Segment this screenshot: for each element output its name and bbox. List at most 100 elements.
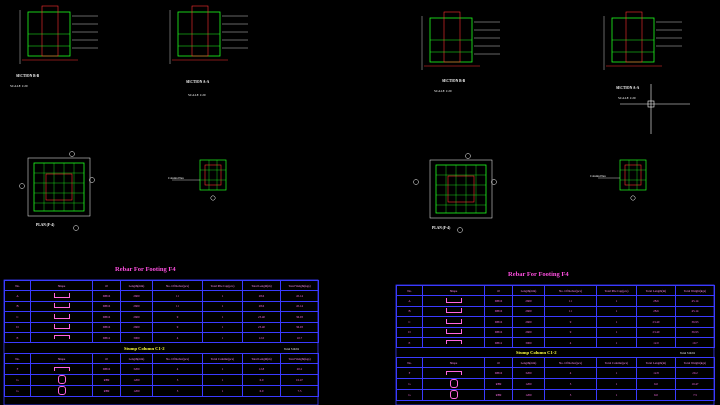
rebar-shape-icon xyxy=(30,290,93,302)
footing-plan-1 xyxy=(19,151,95,231)
table-cell: 5 xyxy=(152,384,203,397)
rebar-shape-icon xyxy=(30,331,93,344)
table-cell: 28.6 xyxy=(636,305,676,318)
column-plan-2 xyxy=(598,159,647,201)
header-cell: No. Of Rebar(pcs) xyxy=(152,279,203,292)
table-cell: 20.2 xyxy=(280,363,319,375)
header-cell: No. xyxy=(4,352,31,365)
table-cell: 10.7 xyxy=(675,336,715,349)
table-cell: 12.0 xyxy=(636,336,676,349)
header-cell: Ø xyxy=(484,284,513,297)
table-cell: 9 xyxy=(152,321,203,333)
footing-rebar-table-left: No. Shape Ø Length(mm) No. Of Rebar(pcs)… xyxy=(4,279,319,344)
table-cell: 12.8 xyxy=(636,367,676,379)
section-title-2: SECTION A-A xyxy=(186,80,210,84)
table-cell: 23.40 xyxy=(636,326,676,338)
table-cell: 1 xyxy=(596,388,637,401)
section-drawing-3 xyxy=(421,11,500,70)
table-cell: 4 xyxy=(544,367,597,379)
table-cell: 2600 xyxy=(120,290,153,302)
table-cell: 6.0 xyxy=(242,373,281,386)
table-header-row: No. Shape Ø Length(mm) No. Of Rebar(pcs)… xyxy=(396,356,715,369)
bar-mark: G xyxy=(4,384,31,397)
table-cell: 11 xyxy=(544,295,597,307)
section-scale-4: SCALE 1:20 xyxy=(618,96,636,100)
rebar-shape-icon xyxy=(30,300,93,313)
crosshair-cursor xyxy=(620,84,690,134)
table-cell: 3200 xyxy=(512,367,545,379)
table-cell: 36.93 xyxy=(280,311,319,323)
section-scale-2: SCALE 1:20 xyxy=(188,93,206,97)
rebar-shape-icon xyxy=(30,321,93,333)
table-cell: 28.6 xyxy=(242,300,281,313)
table-cell: 1 xyxy=(202,384,243,397)
bar-mark: F xyxy=(4,363,31,375)
table-cell: 23.40 xyxy=(242,321,281,333)
section-drawing-2 xyxy=(169,5,248,64)
table-cell: RB9 xyxy=(484,377,513,390)
table-cell: 10.7 xyxy=(280,331,319,344)
header-cell: Total Weight(kgs) xyxy=(675,284,715,297)
header-cell: Ø xyxy=(484,356,513,369)
table-cell: 7.5 xyxy=(280,384,319,397)
table-cell: 1 xyxy=(202,373,243,386)
table-cell: 1 xyxy=(202,300,243,313)
bar-mark: F xyxy=(396,367,423,379)
table-cell: 1200 xyxy=(512,377,545,390)
bar-mark: A xyxy=(396,295,423,307)
table-cell: 1 xyxy=(202,311,243,323)
header-cell: Total Length(m) xyxy=(242,279,281,292)
table-cell: RB9 xyxy=(92,373,121,386)
table-cell: 5 xyxy=(544,388,597,401)
column-table-total-left: Total 319.91 xyxy=(284,347,300,351)
column-rebar-table-right: No. Shape Ø Length(mm) No. Of Rebar(pcs)… xyxy=(396,356,715,401)
plan-label-2: Column Plan xyxy=(168,176,184,180)
rebar-shape-icon xyxy=(422,367,485,379)
table-cell: 10.47 xyxy=(280,373,319,386)
header-cell: Shape xyxy=(422,284,485,297)
header-cell: No. Of Rebar(pcs) xyxy=(544,284,597,297)
table-header-row: No. Shape Ø Length(mm) No. Of Rebar(pcs)… xyxy=(4,352,319,365)
table-cell: 1 xyxy=(596,377,637,390)
footing-plan-2 xyxy=(413,153,497,233)
table-cell: 1 xyxy=(202,321,243,333)
header-cell: Total Length(m) xyxy=(636,356,676,369)
bar-mark: D xyxy=(4,321,31,333)
header-cell: Total Pile Cap(pcs) xyxy=(596,284,637,297)
table-cell: 1 xyxy=(596,336,637,349)
table-cell: DB16 xyxy=(484,305,513,318)
stirrup-shape-icon xyxy=(30,384,93,397)
section-scale-3: SCALE 1:20 xyxy=(434,89,452,93)
table-cell: DB16 xyxy=(92,321,121,333)
table-cell: 1 xyxy=(596,326,637,338)
header-cell: Total Length(m) xyxy=(636,284,676,297)
footing-table-title-right: Rebar For Footing F4 xyxy=(508,271,569,278)
table-cell: 3000 xyxy=(120,331,153,344)
table-cell: 1 xyxy=(202,363,243,375)
table-cell: 1 xyxy=(202,331,243,344)
table-cell: 45.14 xyxy=(675,295,715,307)
header-cell: No. xyxy=(396,284,423,297)
header-cell: Total Column(pcs) xyxy=(596,356,637,369)
table-cell: 2600 xyxy=(120,311,153,323)
stirrup-shape-icon xyxy=(422,377,485,390)
table-cell: 20.2 xyxy=(675,367,715,379)
bar-mark: E xyxy=(396,336,423,349)
plan-label-4: Column Plan xyxy=(590,174,606,178)
table-cell: 1200 xyxy=(120,373,153,386)
bar-mark: B xyxy=(4,300,31,313)
table-cell: 6.0 xyxy=(242,384,281,397)
section-drawing-4 xyxy=(603,11,682,70)
table-cell: 6.0 xyxy=(636,377,676,390)
header-cell: Shape xyxy=(30,352,93,365)
header-cell: No. xyxy=(4,279,31,292)
header-cell: No. xyxy=(396,356,423,369)
bar-mark: G xyxy=(396,377,423,390)
